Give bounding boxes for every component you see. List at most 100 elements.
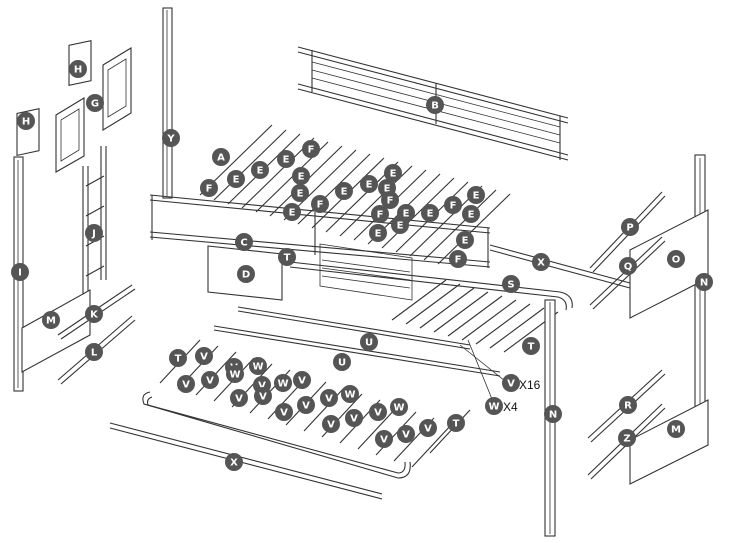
callout-v: V — [375, 430, 393, 448]
callout-letter: H — [22, 117, 30, 128]
callout-w: W — [390, 398, 408, 416]
callout-bubble — [426, 96, 444, 114]
callout-bubble — [274, 374, 292, 392]
callout-bubble — [302, 140, 320, 158]
callout-letter: E — [283, 155, 290, 166]
callout-bubble — [449, 250, 467, 268]
callout-t: T — [522, 337, 540, 355]
callout-u: U — [360, 333, 378, 351]
callout-bubble — [237, 265, 255, 283]
callout-v: V — [397, 425, 415, 443]
callout-letter: A — [217, 153, 225, 164]
callout-letter: E — [297, 189, 304, 200]
callout-bubble — [621, 218, 639, 236]
callout-bubble — [322, 415, 340, 433]
callout-v: V — [201, 371, 219, 389]
callout-y: Y — [162, 129, 180, 147]
callout-e: E — [292, 167, 310, 185]
callout-o: O — [667, 250, 685, 268]
callout-e: E — [456, 231, 474, 249]
callout-letter: E — [397, 221, 404, 232]
callout-e: E — [384, 164, 402, 182]
callout-letter: V — [350, 414, 358, 425]
callout-e: E — [335, 182, 353, 200]
callout-e: E — [467, 186, 485, 204]
callout-e: E — [462, 205, 480, 223]
callout-bubble — [341, 385, 359, 403]
callout-bubble — [390, 398, 408, 416]
callout-bubble — [333, 353, 351, 371]
callout-bubble — [375, 430, 393, 448]
callout-bubble — [169, 349, 187, 367]
callout-bubble — [227, 170, 245, 188]
callout-letter: V — [280, 408, 288, 419]
callout-bubble — [360, 175, 378, 193]
callout-f: F — [381, 191, 399, 209]
callout-bubble — [695, 273, 713, 291]
callout-bubble — [522, 337, 540, 355]
callout-b: B — [426, 96, 444, 114]
callout-letter: V — [206, 376, 214, 387]
callout-e: E — [251, 161, 269, 179]
callout-bubble — [225, 453, 243, 471]
callout-bubble — [360, 333, 378, 351]
callout-f: F — [311, 195, 329, 213]
callout-letter: E — [233, 175, 240, 186]
callout-v: V — [345, 409, 363, 427]
callout-bubble — [212, 148, 230, 166]
callout-t: T — [169, 349, 187, 367]
callout-letter: V — [327, 420, 335, 431]
quantity-label-w: X4 — [503, 400, 518, 414]
callout-w: W — [485, 397, 503, 415]
callout-w: W — [274, 374, 292, 392]
callout-z: Z — [618, 429, 636, 447]
callout-bubble — [381, 191, 399, 209]
callout-letter: T — [453, 419, 460, 430]
callout-letter: V — [402, 430, 410, 441]
callout-w: W — [341, 385, 359, 403]
callout-f: F — [200, 179, 218, 197]
callout-letter: T — [528, 342, 535, 353]
callout-v: V — [369, 403, 387, 421]
callout-letter: V — [507, 379, 515, 390]
callout-letter: M — [46, 316, 56, 327]
callout-bubble — [278, 248, 296, 266]
callout-bubble — [177, 375, 195, 393]
callout-letter: V — [258, 381, 266, 392]
callout-letter: V — [374, 408, 382, 419]
callout-v: V — [275, 403, 293, 421]
callout-bubble — [162, 129, 180, 147]
callout-t: T — [447, 414, 465, 432]
callout-v: V — [230, 389, 248, 407]
callout-v: V — [293, 371, 311, 389]
callout-x: X — [225, 453, 243, 471]
callout-r: R — [619, 396, 637, 414]
callout-bubble — [275, 403, 293, 421]
callout-bubble — [384, 164, 402, 182]
callout-e: E — [277, 150, 295, 168]
callout-u: U — [333, 353, 351, 371]
callout-letter: L — [91, 348, 98, 359]
callout-bubble — [11, 263, 29, 281]
callout-bubble — [201, 371, 219, 389]
callout-letter: E — [468, 210, 475, 221]
callout-letter: C — [240, 238, 247, 249]
callout-letter: E — [298, 172, 305, 183]
callout-bubble — [195, 347, 213, 365]
callout-letter: E — [341, 187, 348, 198]
callout-k: K — [85, 305, 103, 323]
callout-l: L — [85, 343, 103, 361]
callout-letter: S — [507, 280, 514, 291]
callout-letter: W — [229, 370, 240, 381]
callout-bubble — [544, 405, 562, 423]
callout-bubble — [85, 305, 103, 323]
callout-letter: W — [393, 403, 404, 414]
callout-n: N — [544, 405, 562, 423]
callout-bubble — [254, 387, 272, 405]
callout-f: F — [449, 250, 467, 268]
callout-e: E — [391, 216, 409, 234]
callout-letter: T — [175, 354, 182, 365]
callout-v: V — [502, 374, 520, 392]
callout-letter: E — [473, 191, 480, 202]
callout-bubble — [444, 196, 462, 214]
